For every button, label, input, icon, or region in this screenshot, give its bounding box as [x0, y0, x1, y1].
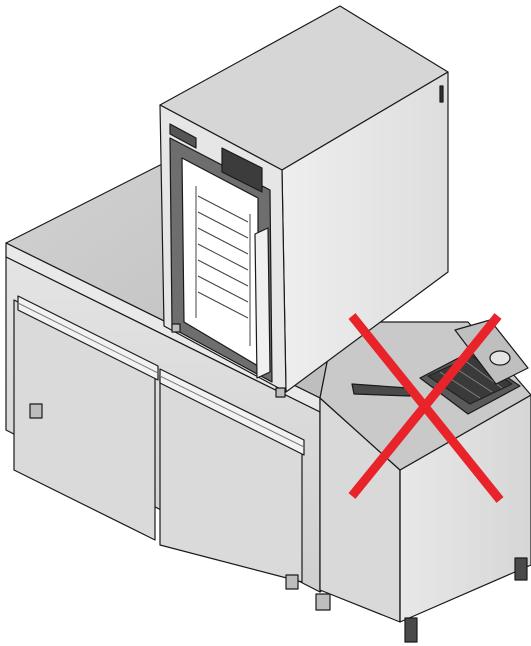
fryer-basket-handle: [351, 383, 411, 397]
foot: [285, 574, 299, 590]
not-allowed-cross-icon: [348, 313, 504, 503]
oven-door-handle: [254, 227, 271, 379]
oven-control-panel: [221, 147, 263, 193]
fryer-knob: [489, 350, 511, 366]
foot: [29, 403, 43, 419]
foot: [404, 617, 418, 643]
oven-brand-plate: [169, 123, 197, 149]
cross-stroke-2: [348, 313, 502, 499]
combi-oven: [159, 5, 449, 398]
oven-side-vent: [439, 85, 444, 103]
foot: [275, 387, 286, 398]
foot: [315, 593, 331, 611]
oven-racks: [195, 186, 251, 346]
foot: [171, 323, 181, 333]
fryer-control-housing: [454, 319, 529, 385]
foot: [514, 557, 528, 581]
fryer-unit: [319, 319, 531, 643]
